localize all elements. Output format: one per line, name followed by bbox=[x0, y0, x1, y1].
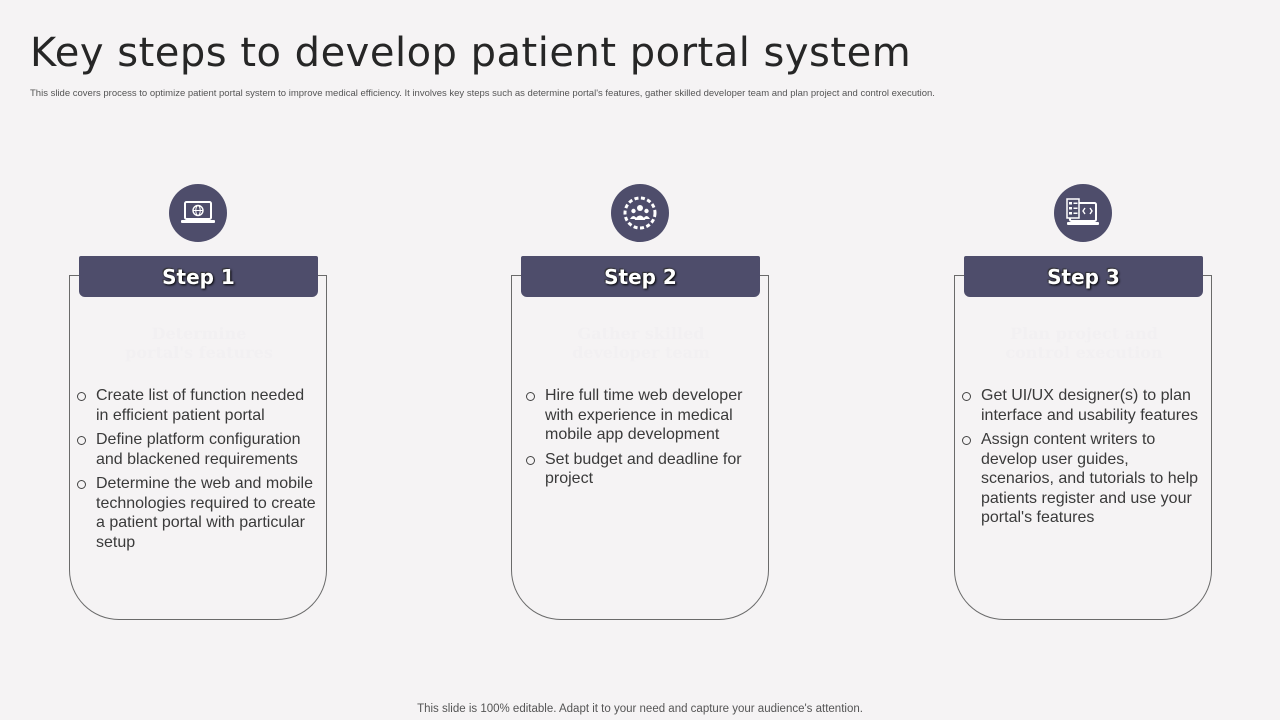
footer-note: This slide is 100% editable. Adapt it to… bbox=[417, 703, 863, 715]
step-header: Step 1 bbox=[79, 256, 318, 297]
step-bullet-list: Create list of function needed in effici… bbox=[77, 386, 319, 557]
list-item-text: Assign content writers to develop user g… bbox=[981, 431, 1199, 526]
step-1: Step 1 Determine portal's features Creat… bbox=[69, 184, 329, 624]
list-item-text: Determine the web and mobile technologie… bbox=[96, 475, 316, 551]
list-item: Define platform configuration and blacke… bbox=[77, 430, 319, 469]
step-heading: Gather skilled developer team bbox=[531, 324, 751, 362]
monitor-checklist-icon bbox=[1054, 184, 1112, 242]
list-item: Determine the web and mobile technologie… bbox=[77, 474, 319, 552]
step-header: Step 2 bbox=[521, 256, 760, 297]
list-item-text: Hire full time web developer with experi… bbox=[545, 387, 743, 443]
team-gear-icon bbox=[611, 184, 669, 242]
step-heading: Plan project and control execution bbox=[974, 324, 1194, 362]
step-bullet-list: Get UI/UX designer(s) to plan interface … bbox=[962, 386, 1204, 533]
step-heading: Determine portal's features bbox=[89, 324, 309, 362]
laptop-globe-icon bbox=[169, 184, 227, 242]
bullet-circle-icon bbox=[526, 455, 535, 465]
list-item: Set budget and deadline for project bbox=[526, 450, 762, 489]
bullet-circle-icon bbox=[77, 392, 86, 401]
step-heading-line: developer team bbox=[572, 343, 710, 362]
bullet-circle-icon bbox=[526, 392, 535, 401]
list-item: Get UI/UX designer(s) to plan interface … bbox=[962, 386, 1204, 425]
step-heading-line: control execution bbox=[1005, 343, 1163, 362]
page-subtitle: This slide covers process to optimize pa… bbox=[30, 88, 935, 99]
step-bullet-list: Hire full time web developer with experi… bbox=[526, 386, 762, 494]
bullet-circle-icon bbox=[77, 436, 86, 445]
list-item-text: Get UI/UX designer(s) to plan interface … bbox=[981, 387, 1199, 424]
step-heading-line: portal's features bbox=[125, 343, 273, 362]
step-heading-line: Plan project and bbox=[1010, 324, 1158, 343]
step-2: Step 2 Gather skilled developer team Hir… bbox=[511, 184, 771, 624]
list-item: Assign content writers to develop user g… bbox=[962, 430, 1204, 528]
bullet-circle-icon bbox=[77, 480, 86, 489]
bullet-circle-icon bbox=[962, 392, 971, 401]
step-heading-line: Determine bbox=[151, 324, 247, 343]
step-header: Step 3 bbox=[964, 256, 1203, 297]
page-title: Key steps to develop patient portal syst… bbox=[30, 30, 912, 76]
list-item: Create list of function needed in effici… bbox=[77, 386, 319, 425]
bullet-circle-icon bbox=[962, 436, 971, 445]
list-item-text: Define platform configuration and blacke… bbox=[96, 431, 301, 468]
step-heading-line: Gather skilled bbox=[577, 324, 705, 343]
list-item-text: Create list of function needed in effici… bbox=[96, 387, 305, 424]
list-item: Hire full time web developer with experi… bbox=[526, 386, 762, 445]
step-3: Step 3 Plan project and control executio… bbox=[954, 184, 1214, 624]
list-item-text: Set budget and deadline for project bbox=[545, 450, 742, 488]
